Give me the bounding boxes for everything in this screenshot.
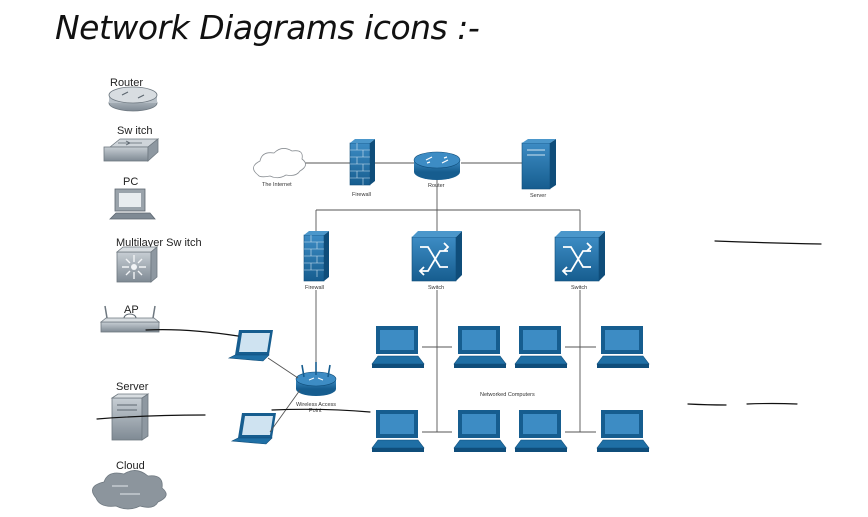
legend-label-server: Server: [116, 381, 149, 393]
laptop-links: [267, 357, 301, 433]
pc-icon: [453, 326, 507, 368]
legend-cloud-icon: [92, 470, 167, 510]
switch-1-icon: [411, 231, 462, 282]
pc-icon: [371, 410, 425, 452]
internet-cloud-icon: [253, 148, 306, 179]
laptop-2-icon: [230, 413, 276, 445]
switch-2-icon: [554, 231, 605, 282]
laptop-1-icon: [227, 330, 273, 362]
diagram-links: [304, 162, 596, 433]
hand-drawn-marks: [96, 240, 822, 420]
router-icon: [413, 151, 461, 180]
legend-switch-icon: [103, 138, 160, 162]
legend-label-multilayer-switch: Multilayer Sw itch: [116, 237, 202, 249]
legend-router-icon: [108, 86, 158, 112]
legend-server-icon: [110, 393, 150, 441]
legend-label-ap: AP: [124, 304, 139, 316]
networked-computers-label: Networked Computers: [480, 392, 535, 398]
pc-icon: [596, 326, 650, 368]
firewall-top-icon: [349, 139, 375, 186]
legend-label-switch: Sw itch: [117, 125, 153, 137]
pc-icon: [596, 410, 650, 452]
pc-icon: [514, 410, 568, 452]
wireless-access-point-icon: [295, 362, 337, 396]
firewall-left-label: Firewall: [305, 285, 324, 291]
firewall-left-icon: [303, 231, 329, 282]
legend-ap-icon: [99, 305, 161, 333]
switch-2-label: Switch: [571, 285, 587, 291]
legend-label-cloud: Cloud: [116, 460, 145, 472]
legend-multilayer-switch-icon: [115, 246, 159, 283]
server-label: Server: [530, 193, 546, 199]
legend-pc-icon: [109, 188, 156, 220]
router-label: Router: [428, 183, 445, 189]
networked-computers: [371, 326, 650, 452]
legend-label-pc: PC: [123, 176, 139, 188]
pc-icon: [514, 326, 568, 368]
legend-label-router: Router: [110, 77, 144, 89]
pc-icon: [453, 410, 507, 452]
pc-icon: [371, 326, 425, 368]
internet-label: The Internet: [262, 182, 292, 188]
wap-label-line1: Wireless Access: [296, 402, 336, 408]
switch-1-label: Switch: [428, 285, 444, 291]
page-title: Network Diagrams icons :-: [55, 8, 480, 47]
server-icon: [521, 139, 556, 190]
firewall-top-label: Firewall: [352, 192, 371, 198]
wap-label-line2: Point: [309, 408, 322, 414]
